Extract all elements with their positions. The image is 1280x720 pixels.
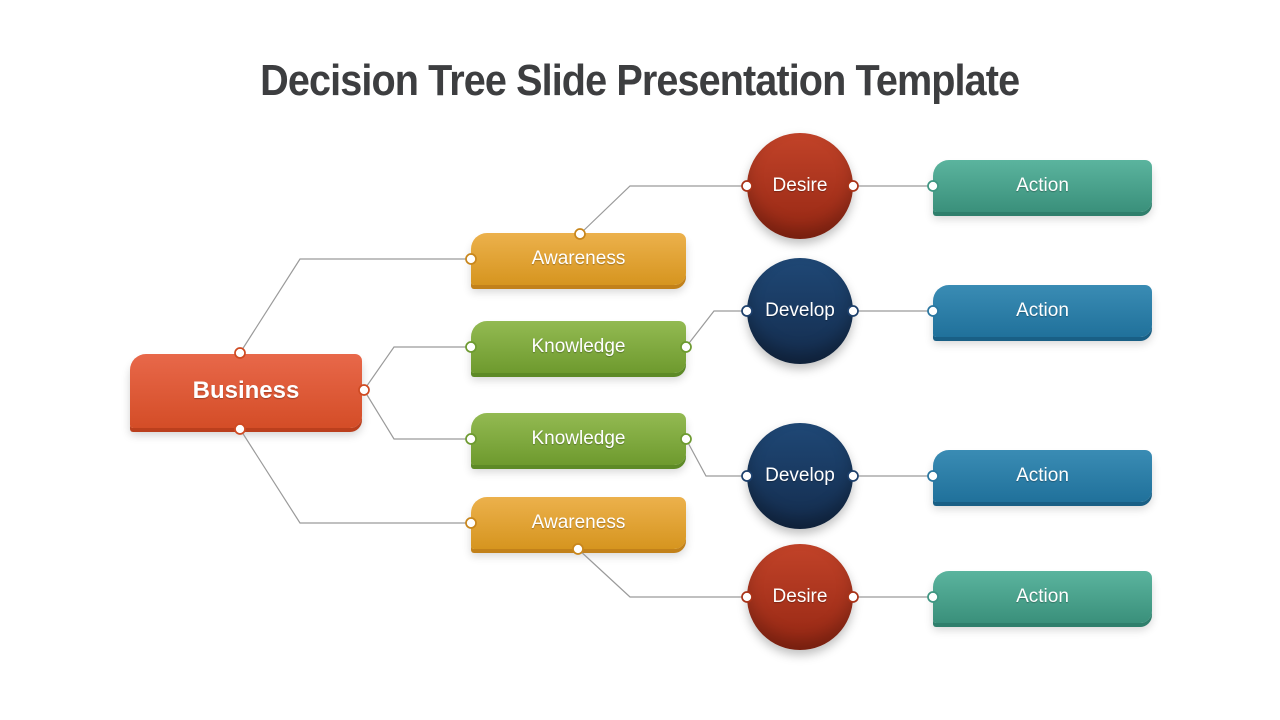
node-label: Action	[1016, 175, 1069, 196]
node-label: Develop	[765, 465, 835, 486]
tree-node-action-2: Action	[933, 285, 1152, 337]
connector-business-awareness-1	[239, 258, 471, 354]
node-label: Desire	[772, 586, 828, 607]
tree-node-develop-2: Develop	[747, 423, 853, 529]
connector-awareness2-desire2	[577, 548, 747, 598]
connector-knowledge2-develop2	[685, 438, 747, 477]
tree-node-business: Business	[130, 354, 362, 428]
node-label: Knowledge	[531, 336, 626, 357]
tree-node-awareness-2: Awareness	[471, 497, 686, 549]
node-label: Business	[192, 377, 300, 404]
node-label: Desire	[772, 175, 828, 196]
tree-node-action-3: Action	[933, 450, 1152, 502]
page-title-text: Decision Tree Slide Presentation Templat…	[260, 56, 1020, 105]
node-label: Awareness	[531, 248, 626, 269]
connector-business-awareness-2	[239, 428, 471, 524]
tree-node-knowledge-2: Knowledge	[471, 413, 686, 465]
tree-node-action-1: Action	[933, 160, 1152, 212]
connector-awareness1-desire1	[579, 185, 747, 235]
tree-node-develop-1: Develop	[747, 258, 853, 364]
node-label: Awareness	[531, 512, 626, 533]
node-label: Develop	[765, 300, 835, 321]
tree-node-awareness-1: Awareness	[471, 233, 686, 285]
node-label: Action	[1016, 586, 1069, 607]
connector-business-knowledge-1	[363, 346, 471, 391]
page-title: Decision Tree Slide Presentation Templat…	[0, 56, 1280, 106]
node-label: Action	[1016, 300, 1069, 321]
tree-node-desire-1: Desire	[747, 133, 853, 239]
tree-node-desire-2: Desire	[747, 544, 853, 650]
node-label: Knowledge	[531, 428, 626, 449]
tree-node-action-4: Action	[933, 571, 1152, 623]
node-label: Action	[1016, 465, 1069, 486]
connector-business-knowledge-2	[363, 389, 471, 440]
connector-knowledge1-develop1	[685, 310, 747, 348]
tree-node-knowledge-1: Knowledge	[471, 321, 686, 373]
